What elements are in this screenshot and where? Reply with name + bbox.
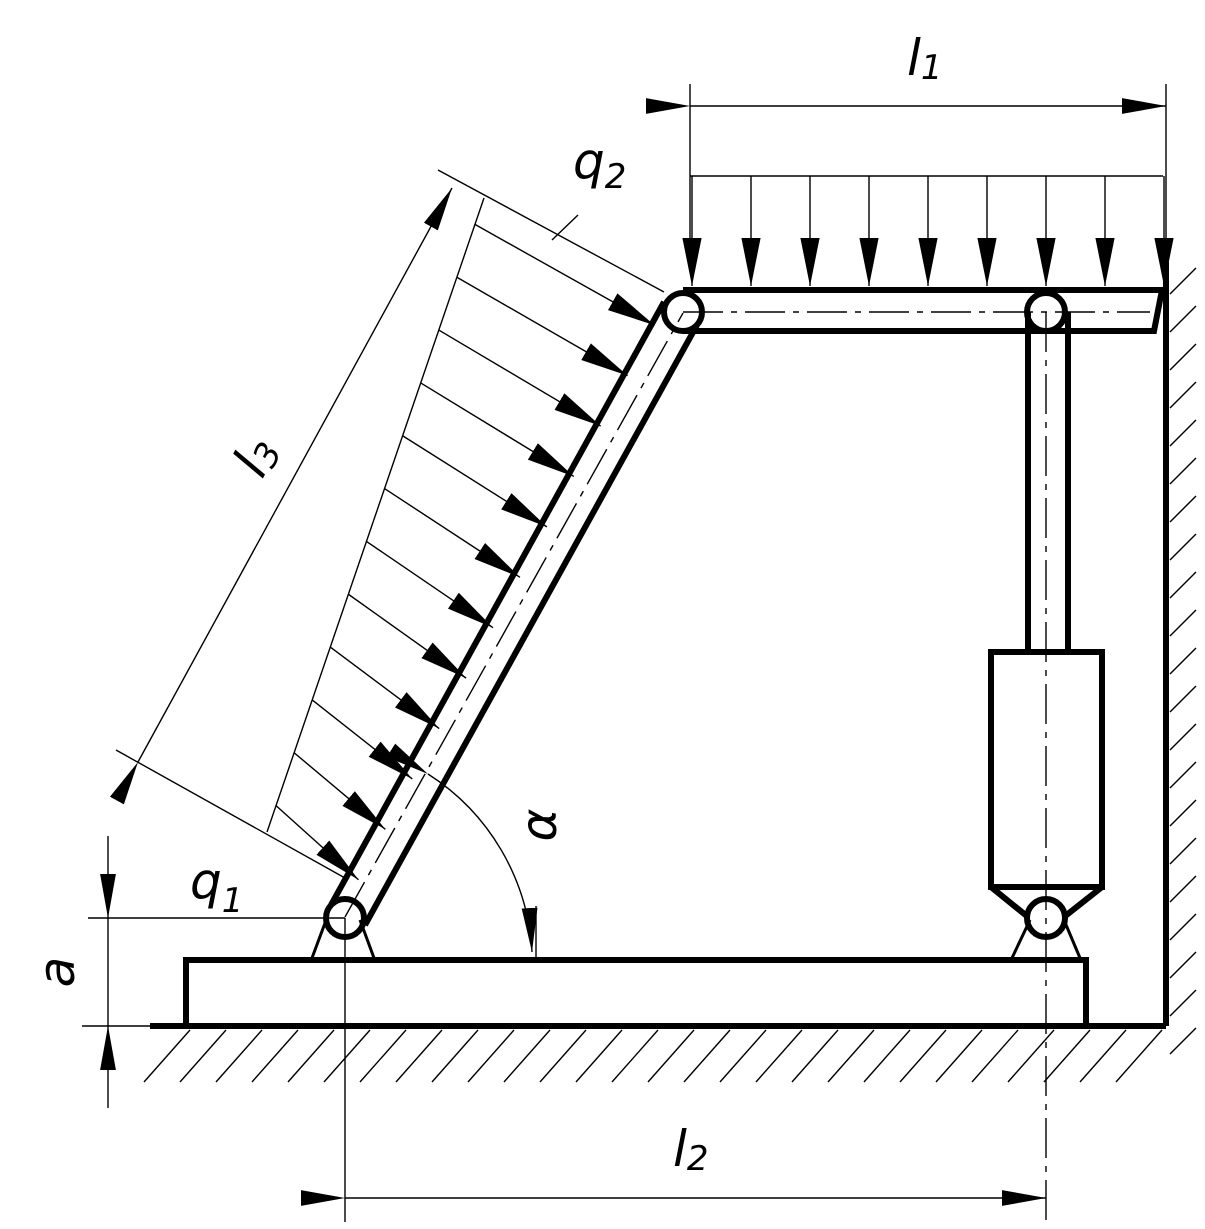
hatch-line [1043, 1029, 1091, 1083]
hatch-line [467, 1029, 515, 1083]
hinge-bottom-right [1024, 896, 1068, 940]
hatch-line [827, 1029, 875, 1083]
ground-and-wall [150, 262, 1169, 1029]
label-l3: l3 [222, 427, 291, 487]
dimension-l1: l1 [646, 29, 1167, 268]
dimension-l2: l2 [301, 918, 1046, 1222]
hatch-line [647, 1029, 695, 1083]
label-a: a [28, 957, 86, 988]
hatch-line [1169, 685, 1197, 713]
hatch-line [1169, 1027, 1197, 1055]
load-arrow [329, 646, 440, 730]
hatch-line [251, 1029, 299, 1083]
hatch-line [359, 1029, 407, 1083]
hatch-line [1007, 1029, 1055, 1083]
hatch-line [179, 1029, 227, 1083]
load-arrow [275, 805, 359, 881]
hatch-line [1169, 875, 1197, 903]
hatch-line [395, 1029, 443, 1083]
trapezoidal-load-inclined [266, 197, 655, 881]
hatch-line [1169, 761, 1197, 789]
load-arrow [456, 276, 628, 377]
label-l1: l1 [907, 29, 943, 88]
hydraulic-rod [1025, 312, 1071, 652]
hinge-top-left [661, 290, 705, 334]
load-arrow [384, 487, 521, 578]
label-alpha: α [510, 808, 568, 841]
hatch-line [1169, 533, 1197, 561]
hatch-line [719, 1029, 767, 1083]
top-bar [683, 287, 1166, 334]
hatch-line [143, 1029, 191, 1083]
uniform-load-top [682, 175, 1174, 286]
hatch-line [1169, 305, 1197, 333]
hatch-line [1169, 647, 1197, 675]
dimension-a: a [28, 836, 186, 1108]
load-arrow [402, 435, 548, 528]
hatch-line [575, 1029, 623, 1083]
hatch-line [503, 1029, 551, 1083]
hatch-line [1169, 723, 1197, 751]
hatch-line [1169, 571, 1197, 599]
dimension-l3: l3 [109, 169, 665, 879]
hatch-line [1169, 419, 1197, 447]
load-arrow [474, 223, 655, 326]
hatch-line [1169, 837, 1197, 865]
load-intensity-q2: q2 [551, 132, 626, 241]
hatch-line [215, 1029, 263, 1083]
load-arrow [293, 752, 386, 830]
load-intensity-q1: q1 [88, 852, 345, 921]
load-arrow [347, 593, 467, 679]
hatch-line [899, 1029, 947, 1083]
load-arrow [438, 329, 602, 427]
hatch-line [1169, 799, 1197, 827]
angle-alpha: α [386, 743, 568, 958]
ground-hatching [143, 267, 1197, 1083]
hatch-line [935, 1029, 983, 1083]
label-l2: l2 [673, 1120, 709, 1179]
label-q1: q1 [190, 852, 243, 921]
load-arrow [311, 699, 413, 780]
hatch-line [791, 1029, 839, 1083]
hatch-line [611, 1029, 659, 1083]
hatch-line [1169, 343, 1197, 371]
load-arrow [366, 540, 494, 629]
hatch-line [1169, 951, 1197, 979]
hatch-line [755, 1029, 803, 1083]
hatch-line [323, 1029, 371, 1083]
hatch-line [1169, 381, 1197, 409]
hatch-line [539, 1029, 587, 1083]
hatch-line [971, 1029, 1019, 1083]
hatch-line [287, 1029, 335, 1083]
hatch-line [863, 1029, 911, 1083]
hatch-line [1169, 267, 1197, 295]
hatch-line [683, 1029, 731, 1083]
hatch-line [1169, 495, 1197, 523]
label-q2: q2 [573, 132, 626, 197]
hinge-top-right [1024, 290, 1068, 334]
hatch-line [1115, 1029, 1163, 1083]
hatch-line [1169, 609, 1197, 637]
hatch-line [1079, 1029, 1127, 1083]
base-plate [183, 957, 1089, 1029]
hatch-line [1169, 457, 1197, 485]
hatch-line [431, 1029, 479, 1083]
hatch-line [1169, 913, 1197, 941]
hatch-line [1169, 989, 1197, 1017]
